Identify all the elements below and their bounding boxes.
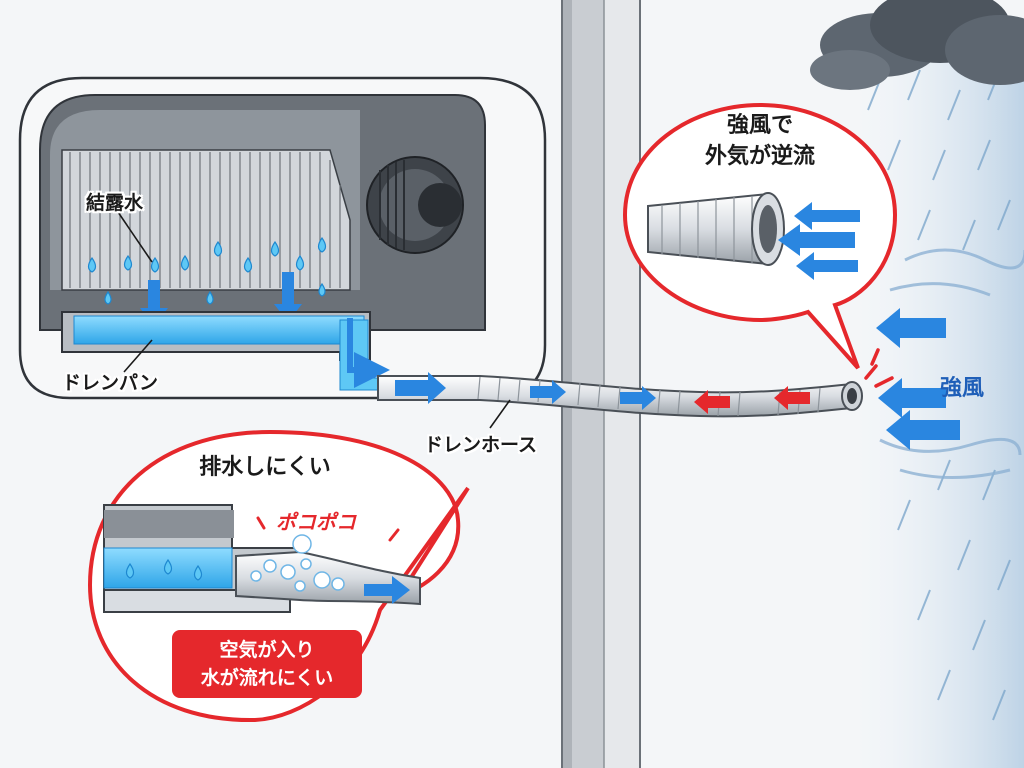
blower-fan (366, 156, 464, 254)
backflow-title-line1: 強風で (726, 113, 793, 138)
hose-flow-arrows (395, 372, 656, 410)
airflow-note-line2: 水が流れにくい (200, 667, 334, 689)
drain-pan-label: ドレンパン (62, 372, 158, 394)
impact-lines (864, 348, 894, 388)
strong-wind-label: 強風 (940, 376, 985, 401)
leader-lines (117, 211, 511, 429)
gurgle-sound-label: ポコポコ (276, 510, 356, 534)
strong-wind-arrows (876, 308, 960, 450)
backflow-callout-title: 強風で 外気が逆流 (680, 110, 840, 172)
backflow-callout (622, 102, 898, 370)
backflow-title-line2: 外気が逆流 (704, 144, 815, 169)
heat-exchanger-fins (61, 149, 351, 291)
airflow-note-line1: 空気が入り (219, 639, 315, 661)
pan-flow-arrow (347, 318, 390, 388)
backflow-arrows (694, 386, 810, 414)
storm-cloud (810, 0, 1024, 90)
condensation-label: 結露水 (86, 192, 144, 214)
drainage-callout-title: 排水しにくい (199, 455, 331, 480)
airflow-note-badge: 空気が入り 水が流れにくい (172, 630, 362, 698)
drain-hose-label: ドレンホース (424, 434, 538, 456)
condensation-drops (87, 236, 327, 305)
wind-swirls (879, 248, 1024, 479)
